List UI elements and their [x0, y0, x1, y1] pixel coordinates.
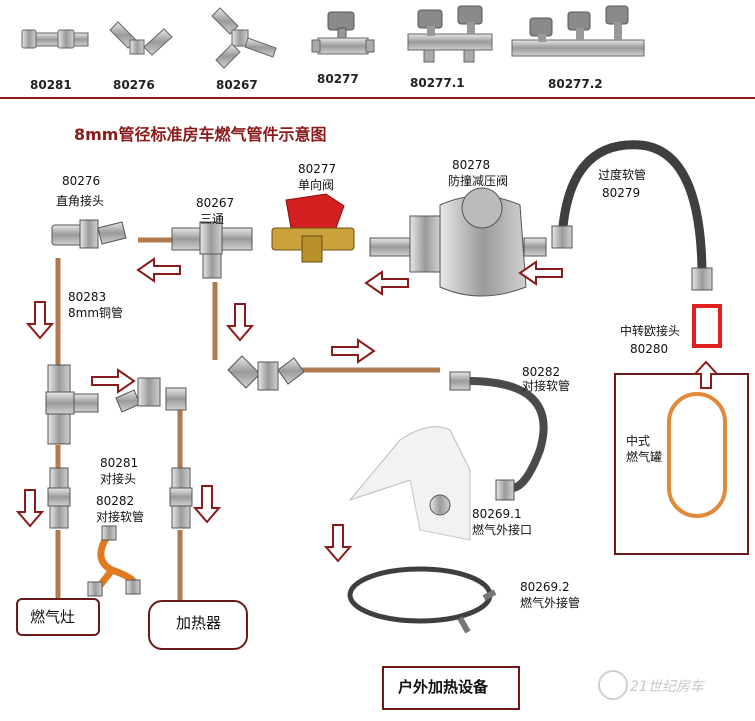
stove-label: 燃气灶	[30, 608, 76, 626]
hose-right-name-label: 对接软管	[522, 379, 571, 393]
transition-hose-code-label: 80279	[602, 186, 641, 200]
hose-left-code-label: 80282	[96, 494, 135, 508]
tee-fitting-left	[45, 364, 99, 445]
outdoor-label: 户外加热设备	[398, 678, 489, 696]
ext-hose-code-label: 80269.2	[520, 580, 570, 594]
tank-label-line2: 燃气罐	[626, 450, 663, 464]
connector-code-label: 80281	[100, 456, 139, 470]
catalog-straight-connector-image	[21, 29, 89, 49]
gas-tank	[667, 392, 727, 518]
adapter-name-label: 中转欧接头	[620, 324, 681, 338]
watermark-text: 21世纪房车	[630, 679, 704, 695]
catalog-check-valve-image	[311, 11, 375, 55]
elbow-fitting-middle	[227, 355, 305, 391]
transition-hose-name-label: 过度软管	[598, 168, 647, 182]
stove-box	[16, 598, 100, 636]
tee-code-label: 80267	[196, 196, 235, 210]
straight-connector-left	[47, 467, 71, 529]
catalog-code-80277: 80277	[317, 72, 359, 86]
outlet-code-label: 80269.1	[472, 507, 522, 521]
diagram-title: 8mm管径标准房车燃气管件示意图	[74, 125, 327, 144]
external-hose	[347, 566, 497, 634]
braided-hose	[87, 525, 141, 597]
watermark-logo	[598, 670, 628, 700]
catalog-triple-valve-image	[511, 5, 645, 57]
copper-pipe-code-label: 80283	[68, 290, 107, 304]
hose-right-code-label: 80282	[522, 365, 561, 379]
gas-outlet	[348, 426, 471, 541]
check-valve-name-label: 单向阀	[298, 178, 335, 192]
catalog-code-80276: 80276	[113, 78, 155, 92]
catalog-tee-image	[211, 7, 277, 69]
copper-pipe-name-label: 8mm铜管	[68, 306, 124, 320]
catalog-elbow-image	[109, 21, 173, 56]
elbow-code-label: 80276	[62, 174, 101, 188]
elbow-name-label: 直角接头	[56, 194, 105, 208]
outdoor-box	[382, 666, 520, 710]
check-valve-fitting	[271, 193, 355, 263]
regulator-code-label: 80278	[452, 158, 491, 172]
catalog-code-80281: 80281	[30, 78, 72, 92]
euro-adapter	[692, 304, 722, 348]
catalog-double-valve-image	[407, 5, 493, 63]
check-valve-code-label: 80277	[298, 162, 337, 176]
connector-name-label: 对接头	[100, 472, 137, 486]
catalog-code-80267: 80267	[216, 78, 258, 92]
connect-hose-right	[449, 371, 548, 501]
hose-left-name-label: 对接软管	[96, 510, 145, 524]
tee-name-label: 三通	[200, 212, 225, 226]
tee-fitting	[171, 221, 253, 279]
heater-label: 加热器	[176, 614, 222, 632]
adapter-code-label: 80280	[630, 342, 669, 356]
elbow-fitting-top	[51, 219, 127, 249]
tank-label-line1: 中式	[626, 434, 651, 448]
catalog-code-80277-1: 80277.1	[410, 76, 465, 90]
outlet-name-label: 燃气外接口	[472, 523, 533, 537]
copper-pipes	[55, 237, 440, 600]
elbow-fitting-left	[115, 377, 187, 413]
regulator-fitting	[369, 187, 547, 297]
straight-connector-right	[169, 467, 193, 529]
heater-box	[148, 600, 248, 650]
transition-hose	[551, 140, 713, 291]
regulator-name-label: 防撞减压阀	[448, 174, 509, 188]
catalog-code-80277-2: 80277.2	[548, 77, 603, 91]
ext-hose-name-label: 燃气外接管	[520, 596, 581, 610]
